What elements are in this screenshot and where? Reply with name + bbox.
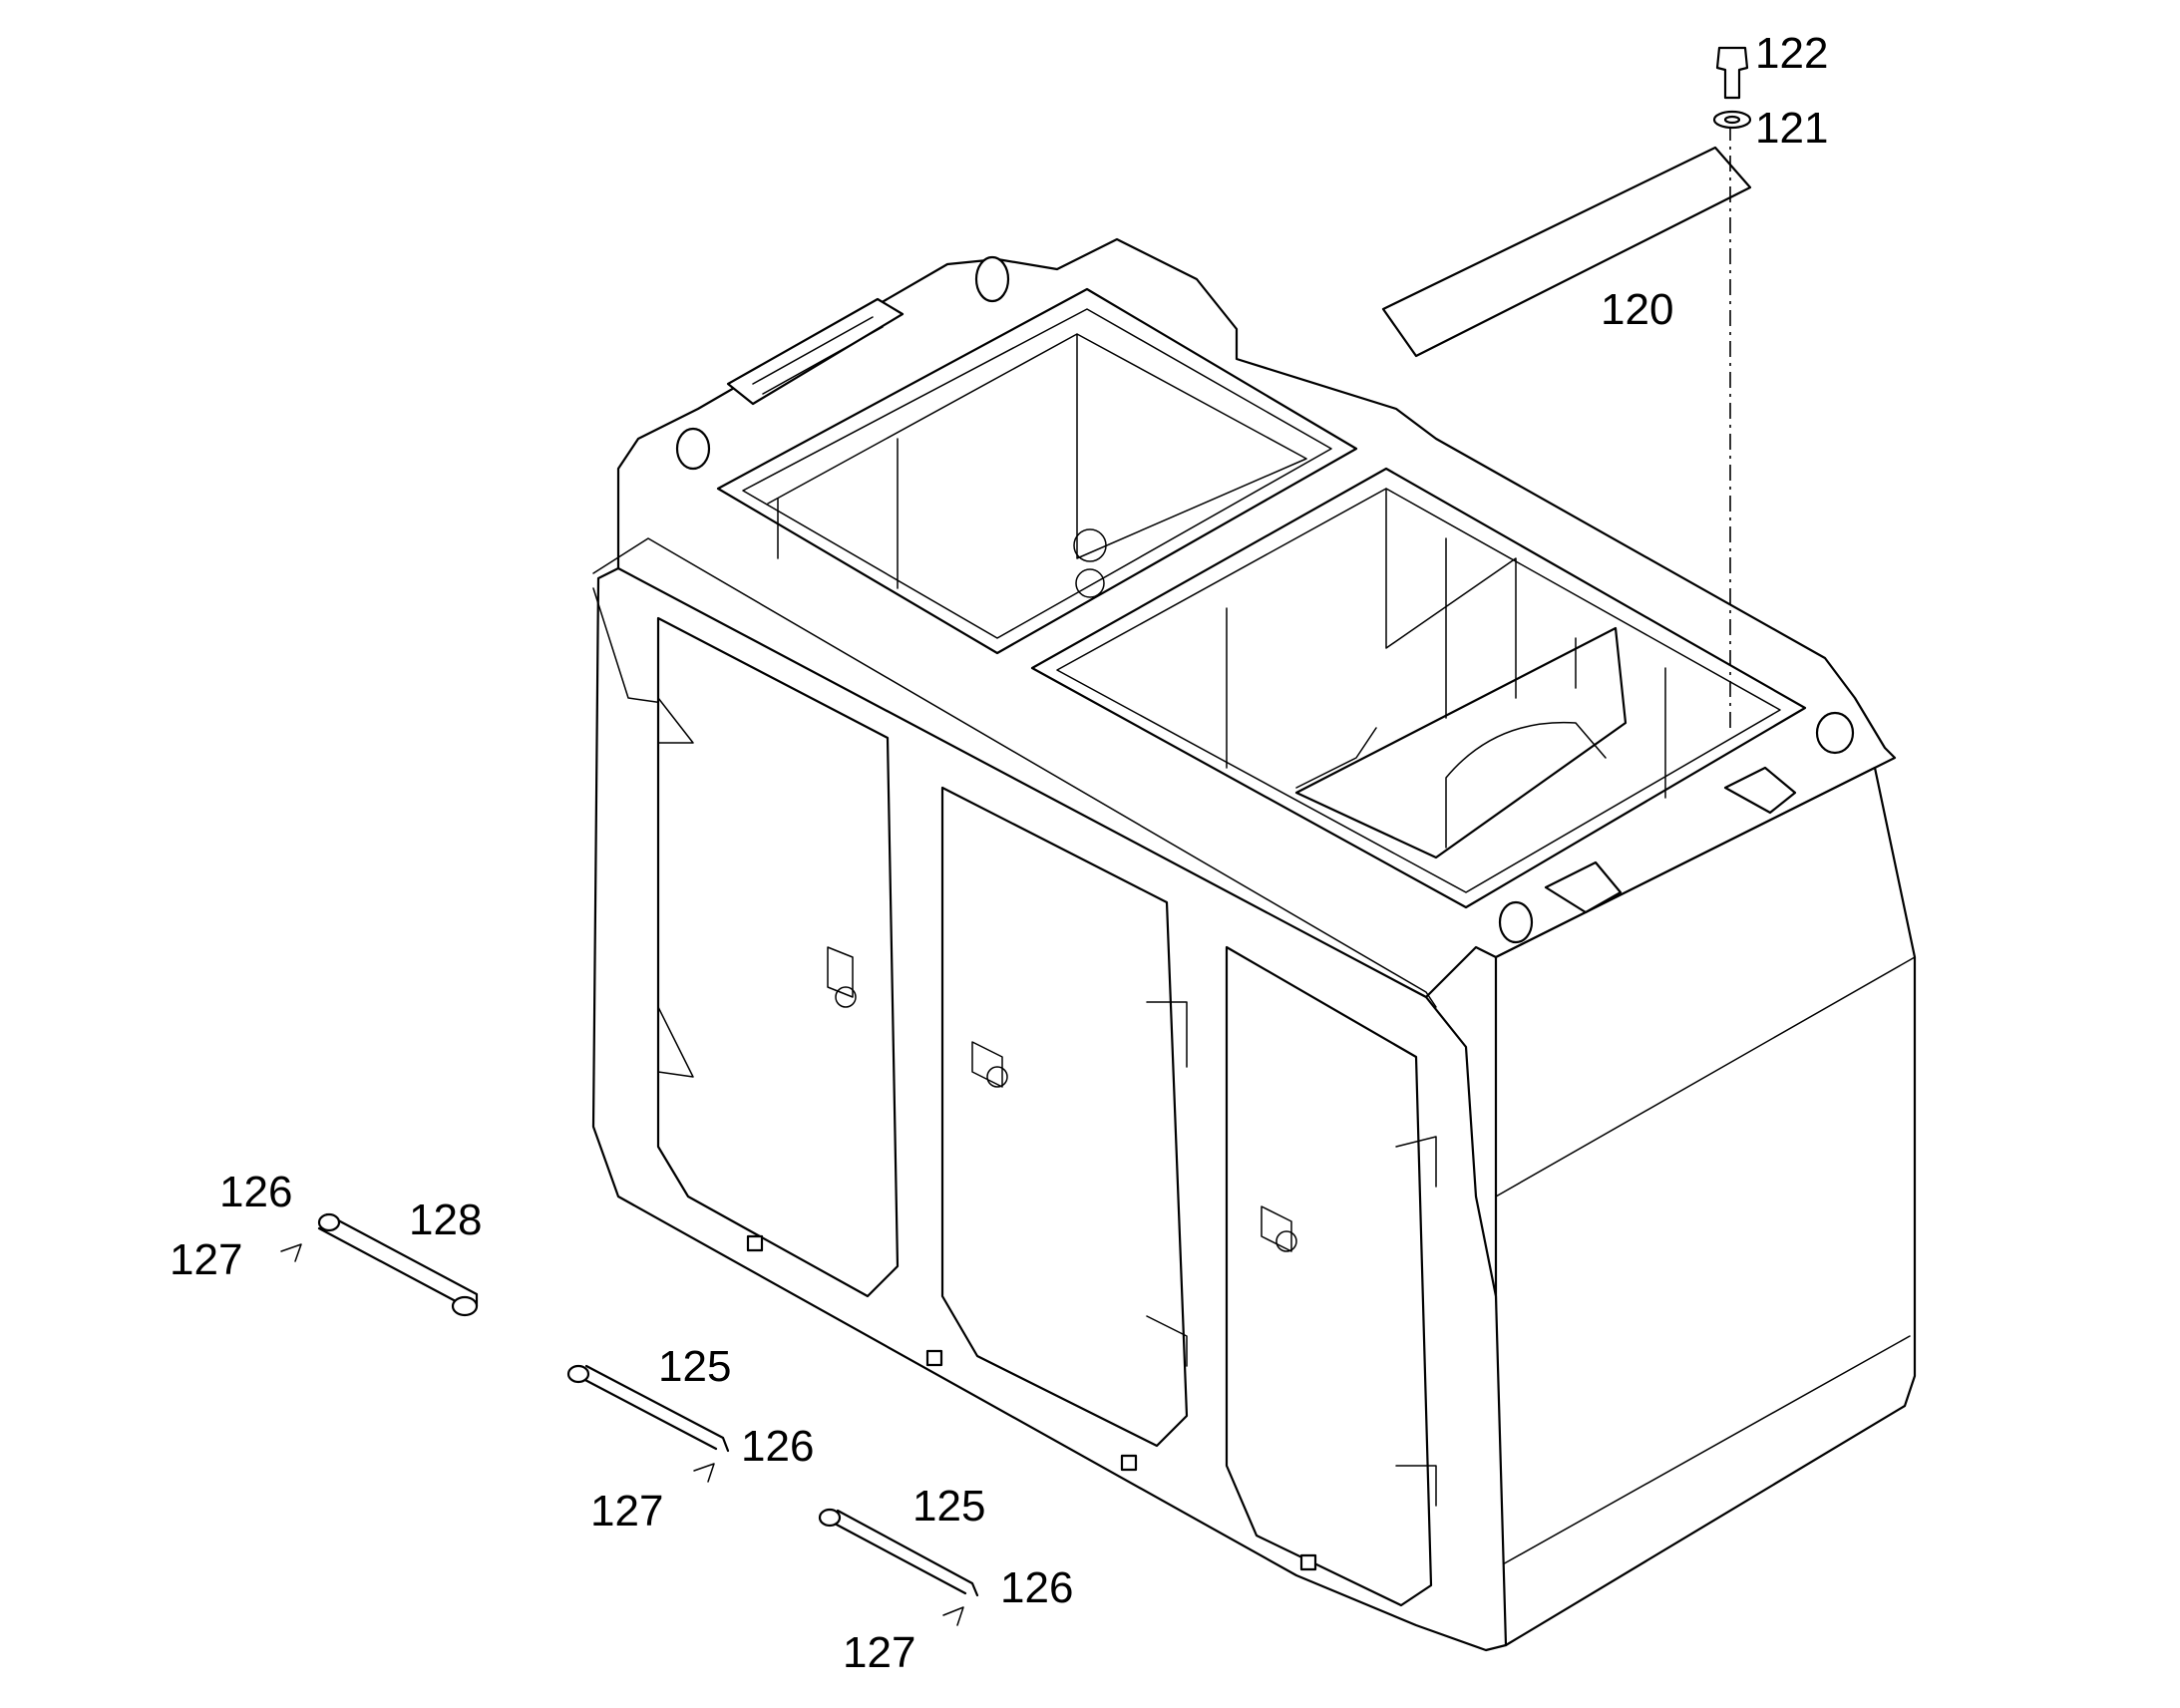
door-middle [940,786,1189,1448]
callout-127-a: 127 [170,1235,242,1284]
foot-3 [1120,1454,1138,1472]
split-pin [280,1243,302,1262]
callout-121: 121 [1755,104,1828,153]
callout-125-a: 125 [658,1342,731,1391]
right-inner-walls [1226,488,1666,799]
left-opening-frame [716,287,1358,655]
door-right [1225,945,1433,1607]
left-inner-port [1073,528,1107,562]
rod-125-a [566,1364,730,1483]
cover-plate [1381,146,1752,358]
tri-mount-1 [1723,766,1797,815]
door-left-handle [827,946,854,998]
front-lip-left [592,587,664,704]
lifting-eye-1 [974,255,1010,303]
hinge-rod-end [451,1295,479,1317]
left-opening-inner [742,308,1332,639]
left-inner-port-2 [1075,568,1105,598]
right-face-band [1495,956,1916,1197]
callout-127-b: 127 [590,1487,663,1536]
lifting-eye-2 [675,427,711,471]
right-inner-partition [1294,626,1628,859]
callout-125-b: 125 [912,1482,985,1531]
bolt [1715,46,1749,100]
lifting-eye-4 [1498,900,1534,944]
door-rod-a [584,1364,730,1453]
washer-hole [1723,115,1741,125]
door-rod-b-edge [831,1521,967,1595]
cotter-pin-b [942,1606,964,1626]
rod-125-b [818,1508,979,1626]
right-opening-frame [1030,467,1807,909]
right-inner-port [1445,721,1607,849]
foot-4 [1299,1553,1317,1571]
door-middle-handle-knob [986,1066,1008,1088]
foot-2 [925,1349,943,1367]
callout-120: 120 [1601,285,1673,334]
foot-1 [746,1234,764,1252]
lifting-eye-3 [1815,711,1855,755]
left-inner-walls [767,333,1307,589]
door-right-handle [1261,1205,1292,1252]
door-right-handle-knob [1275,1230,1297,1252]
callout-128: 128 [409,1196,482,1244]
door-middle-handle [971,1041,1003,1088]
callout-126-b: 126 [741,1422,814,1471]
door-rod-b [836,1509,979,1597]
callout-126-c: 126 [1000,1563,1073,1612]
right-face-band-lower [1500,1335,1911,1566]
callout-127-c: 127 [843,1628,915,1677]
hinge-rod-start [317,1212,341,1232]
callout-122: 122 [1755,29,1828,78]
door-rod-a-edge [579,1376,718,1451]
door-left [656,616,900,1298]
cover-assembly [1381,46,1752,733]
right-opening-inner [1056,488,1781,893]
callout-126-a: 126 [219,1168,292,1216]
tri-mount-2 [1544,860,1623,914]
top-vent-slot [752,316,884,395]
cotter-pin-a [693,1463,715,1483]
door-left-handle-knob [835,986,857,1008]
hinge-rod-edge [317,1226,471,1310]
rod-128 [280,1212,479,1317]
housing-body [591,237,1917,1652]
hinges [657,697,1437,1507]
front-lip [592,537,1437,1008]
door-rod-a-end [566,1364,590,1384]
door-rod-b-end [818,1508,842,1528]
